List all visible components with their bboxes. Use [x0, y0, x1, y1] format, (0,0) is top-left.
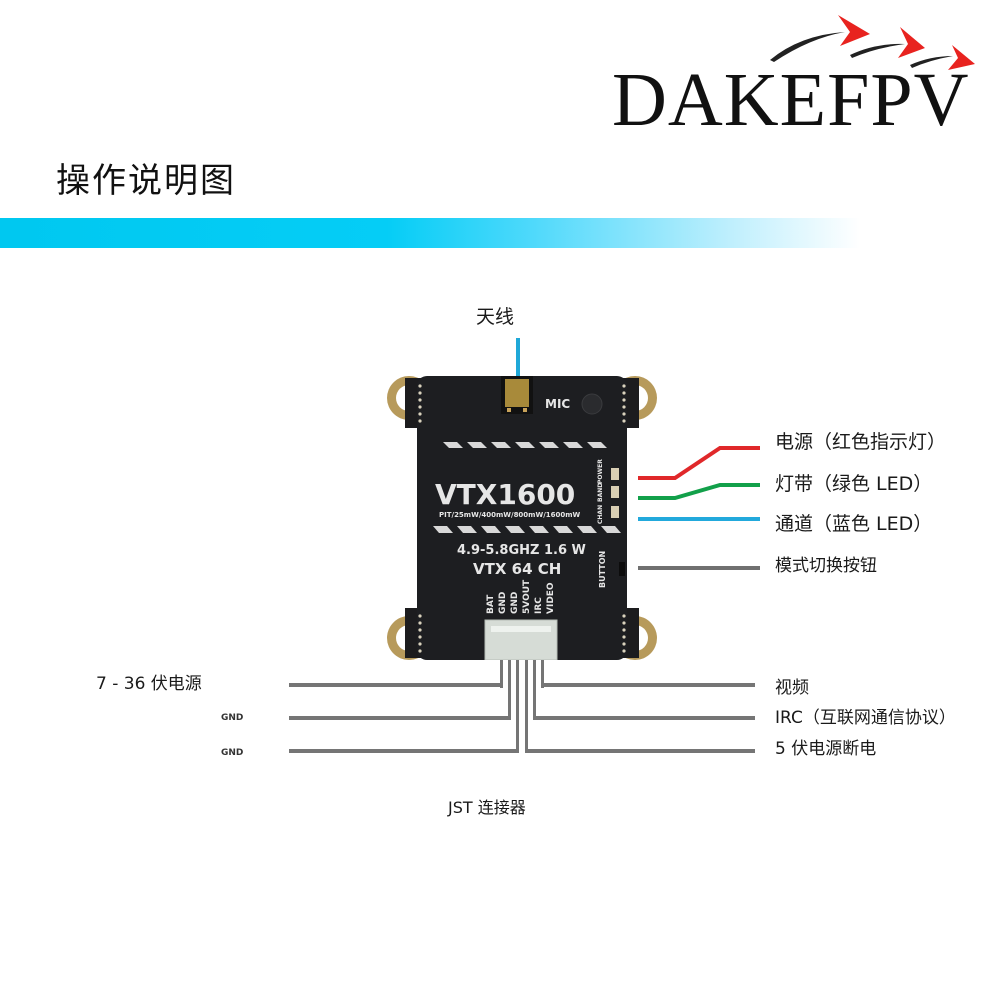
wire-bat [289, 683, 503, 687]
pin-label-gnd-2: GND [221, 748, 244, 758]
svg-text:5VOUT: 5VOUT [522, 579, 532, 614]
red-arrow-swoosh-icon [770, 15, 975, 70]
title-band-notch [40, 206, 315, 218]
title-band [0, 218, 860, 248]
pin-label-irc: IRC（互联网通信协议） [775, 708, 956, 728]
wire-irc [533, 716, 755, 720]
svg-text:IRC: IRC [534, 597, 544, 614]
svg-text:VTX1600: VTX1600 [435, 478, 575, 511]
svg-text:GND: GND [498, 592, 508, 614]
svg-text:VTX 64 CH: VTX 64 CH [473, 560, 561, 578]
vtx-board: MIC VTX1600 PIT/25mW/400mW/800mW/1600mW … [387, 376, 657, 660]
svg-text:BAND: BAND [597, 483, 604, 502]
svg-text:GND: GND [510, 592, 520, 614]
wire-video [541, 683, 755, 687]
pin-label-gnd-1: GND [221, 713, 244, 723]
page-title: 操作说明图 [56, 161, 236, 201]
callout-channel-led: 通道（蓝色 LED） [775, 513, 933, 535]
callout-band-led: 灯带（绿色 LED） [775, 473, 933, 495]
pin-label-bat: 7 - 36 伏电源 [96, 674, 202, 694]
antenna-pointer-line [516, 338, 520, 378]
wire-gnd-2 [289, 749, 519, 753]
pin-label-video: 视频 [775, 678, 809, 698]
svg-text:4.9-5.8GHZ 1.6 W: 4.9-5.8GHZ 1.6 W [457, 543, 586, 558]
led-callout-lines [638, 446, 760, 570]
antenna-label: 天线 [476, 306, 515, 328]
pin-label-5vout: 5 伏电源断电 [775, 739, 877, 759]
svg-text:VIDEO: VIDEO [546, 582, 556, 614]
callout-power-led: 电源（红色指示灯） [775, 431, 947, 453]
wire-gnd-1 [289, 716, 511, 720]
svg-text:PIT/25mW/400mW/800mW/1600mW: PIT/25mW/400mW/800mW/1600mW [439, 511, 581, 519]
jst-connector-label: JST 连接器 [448, 798, 526, 817]
wire-5vout [525, 749, 755, 753]
svg-text:MIC: MIC [545, 397, 570, 411]
svg-text:BUTTON: BUTTON [598, 551, 607, 588]
callout-mode-button: 模式切换按钮 [775, 556, 877, 576]
svg-text:POWER: POWER [597, 459, 604, 484]
svg-text:CHAN: CHAN [597, 505, 604, 524]
brand-logo: DAKEFPV [612, 58, 970, 142]
jst-wire-bundle [500, 660, 544, 752]
svg-text:BAT: BAT [486, 594, 496, 614]
